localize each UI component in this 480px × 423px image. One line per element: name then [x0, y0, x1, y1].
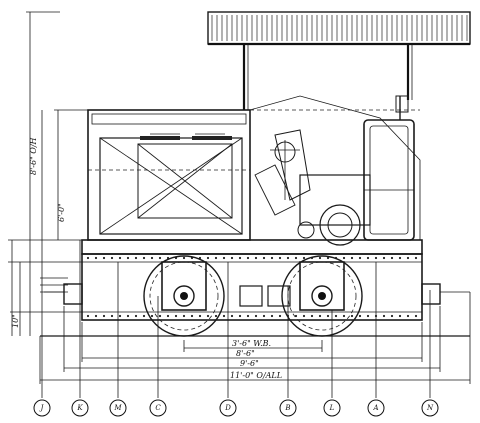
cab-outline — [249, 95, 421, 240]
callout-bubble-a: A — [367, 399, 385, 417]
callout-bubble-b: B — [279, 399, 297, 417]
overall-height-label: 8'-6" O/H — [29, 136, 38, 175]
engine-hood — [87, 109, 251, 241]
svg-text:K: K — [76, 404, 83, 412]
axle-gearboxes — [161, 261, 345, 311]
wheelbase-label: 3'-6" W.B. — [232, 339, 271, 348]
callout-bubble-m: M — [109, 399, 127, 417]
vertical-dimensions — [8, 11, 88, 336]
callout-bubble-n: N — [421, 399, 439, 417]
svg-text:N: N — [426, 404, 434, 412]
frame-height-label: 10" — [11, 314, 20, 328]
svg-text:L: L — [329, 404, 335, 412]
callout-bubble-k: K — [71, 399, 89, 417]
callout-bubble-l: L — [323, 399, 341, 417]
overall-length-label: 11'-0" O/ALL — [230, 371, 282, 380]
rear-cab-box — [363, 95, 415, 241]
buffers — [44, 283, 470, 305]
canopy-posts — [242, 44, 413, 110]
controls-area — [254, 129, 371, 246]
buffer-length-label: 9'-6" — [240, 359, 259, 368]
callout-bubble-j: J — [33, 399, 51, 417]
callout-bubble-c: C — [149, 399, 167, 417]
svg-text:D: D — [224, 404, 231, 412]
svg-text:B: B — [284, 404, 290, 412]
main-frame — [81, 239, 423, 321]
frame-length-label: 8'-6" — [236, 349, 255, 358]
canopy-roof — [207, 11, 471, 46]
cab-height-label: 6'-0" — [57, 203, 66, 222]
horizontal-dimensions — [39, 292, 471, 384]
callout-bubble-d: D — [219, 399, 237, 417]
svg-text:C: C — [155, 404, 161, 412]
wheels — [143, 255, 363, 337]
svg-text:J: J — [39, 404, 45, 412]
callout-leaders — [41, 110, 431, 398]
svg-text:M: M — [113, 404, 122, 412]
svg-text:A: A — [372, 404, 378, 412]
